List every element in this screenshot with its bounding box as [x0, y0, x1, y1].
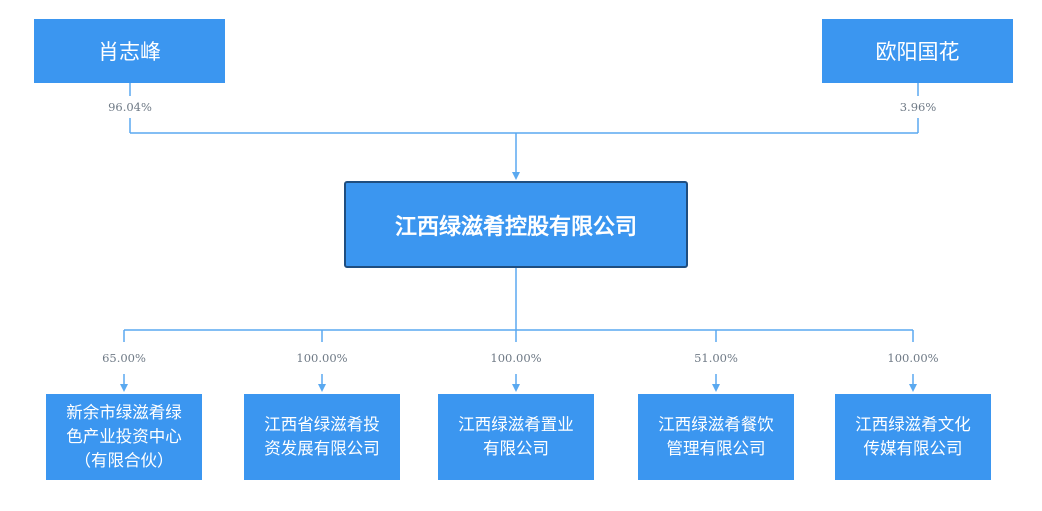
subsidiary-name-line: 有限公司	[483, 439, 549, 458]
shareholder-box-2: 欧阳国花	[822, 19, 1013, 83]
shareholder-box-1: 肖志峰	[34, 19, 225, 83]
subsidiary-name-line: （有限合伙）	[74, 451, 174, 470]
subsidiary-box-4: 江西绿滋肴餐饮 管理有限公司	[638, 394, 794, 480]
subsidiary-name-line: 资发展有限公司	[264, 439, 380, 458]
subsidiary-name-line: 江西省绿滋肴投	[264, 415, 380, 434]
shareholder-name: 肖志峰	[98, 40, 161, 64]
parent-company-box: 江西绿滋肴控股有限公司	[344, 181, 688, 268]
subsidiary-name-line: 传媒有限公司	[863, 439, 963, 458]
subsidiary-box-1: 新余市绿滋肴绿 色产业投资中心 （有限合伙）	[46, 394, 202, 480]
shareholder-name: 欧阳国花	[875, 40, 960, 64]
subsidiary-box-5: 江西绿滋肴文化 传媒有限公司	[835, 394, 991, 480]
parent-company-name: 江西绿滋肴控股有限公司	[394, 214, 637, 240]
subsidiary-name-line: 江西绿滋肴文化	[855, 415, 971, 434]
subsidiary-name-line: 江西绿滋肴餐饮	[658, 415, 774, 434]
subsidiary-percent-2: 100.00%	[296, 351, 348, 365]
subsidiary-name-line: 色产业投资中心	[66, 427, 182, 446]
subsidiary-name-line: 管理有限公司	[666, 439, 766, 458]
subsidiary-percent-3: 100.00%	[490, 351, 542, 365]
subsidiary-percent-4: 51.00%	[694, 351, 738, 365]
shareholder-percent-2: 3.96%	[899, 100, 937, 114]
subsidiary-name-line: 江西绿滋肴置业	[458, 415, 574, 434]
shareholder-percent-1: 96.04%	[108, 100, 152, 114]
subsidiary-box-3: 江西绿滋肴置业 有限公司	[438, 394, 594, 480]
subsidiary-box-2: 江西省绿滋肴投 资发展有限公司	[244, 394, 400, 480]
subsidiary-percent-5: 100.00%	[887, 351, 939, 365]
subsidiary-name-line: 新余市绿滋肴绿	[66, 403, 182, 422]
subsidiary-percent-1: 65.00%	[102, 351, 146, 365]
